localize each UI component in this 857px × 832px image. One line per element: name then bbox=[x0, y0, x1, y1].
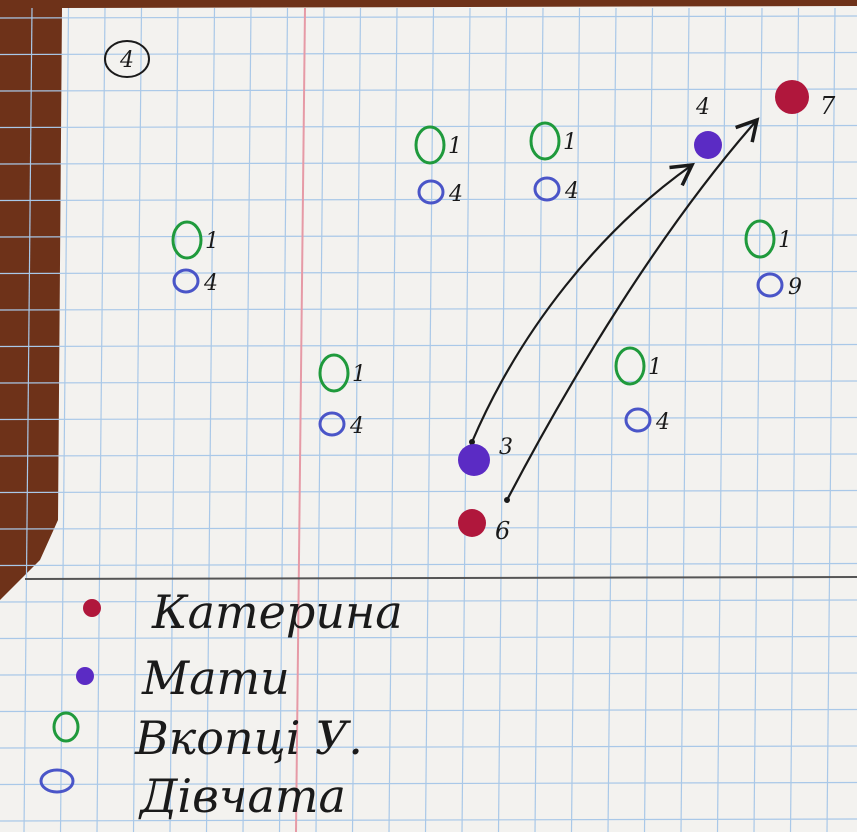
girl-count: 4 bbox=[349, 414, 364, 439]
youth-count: 1 bbox=[563, 130, 577, 155]
youth-count: 1 bbox=[352, 362, 366, 387]
girl-count: 4 bbox=[448, 182, 463, 207]
girl-count: 4 bbox=[564, 179, 579, 204]
legend-youths-label: Вкопці У. bbox=[134, 711, 363, 765]
girl-count: 9 bbox=[788, 275, 802, 300]
youth-count: 1 bbox=[205, 229, 219, 254]
kateryna-start-count: 6 bbox=[495, 517, 510, 545]
legend-maty-dot bbox=[76, 667, 94, 685]
legend-kateryna-dot bbox=[83, 599, 101, 617]
maty-end-count: 4 bbox=[695, 95, 710, 120]
legend-kateryna-label: Катерина bbox=[151, 585, 403, 639]
maty-start-count: 3 bbox=[499, 435, 513, 460]
youth-count: 1 bbox=[778, 228, 792, 253]
youth-count: 1 bbox=[648, 355, 662, 380]
page-number: 4 bbox=[119, 48, 134, 73]
legend-girls-label: Дівчата bbox=[138, 769, 346, 823]
kateryna-end-count: 7 bbox=[820, 92, 836, 120]
youth-count: 1 bbox=[448, 134, 462, 159]
girl-count: 4 bbox=[203, 271, 218, 296]
kateryna-arrow-start bbox=[504, 497, 510, 503]
legend-maty-label: Мати bbox=[141, 651, 290, 705]
girl-count: 4 bbox=[655, 410, 670, 435]
